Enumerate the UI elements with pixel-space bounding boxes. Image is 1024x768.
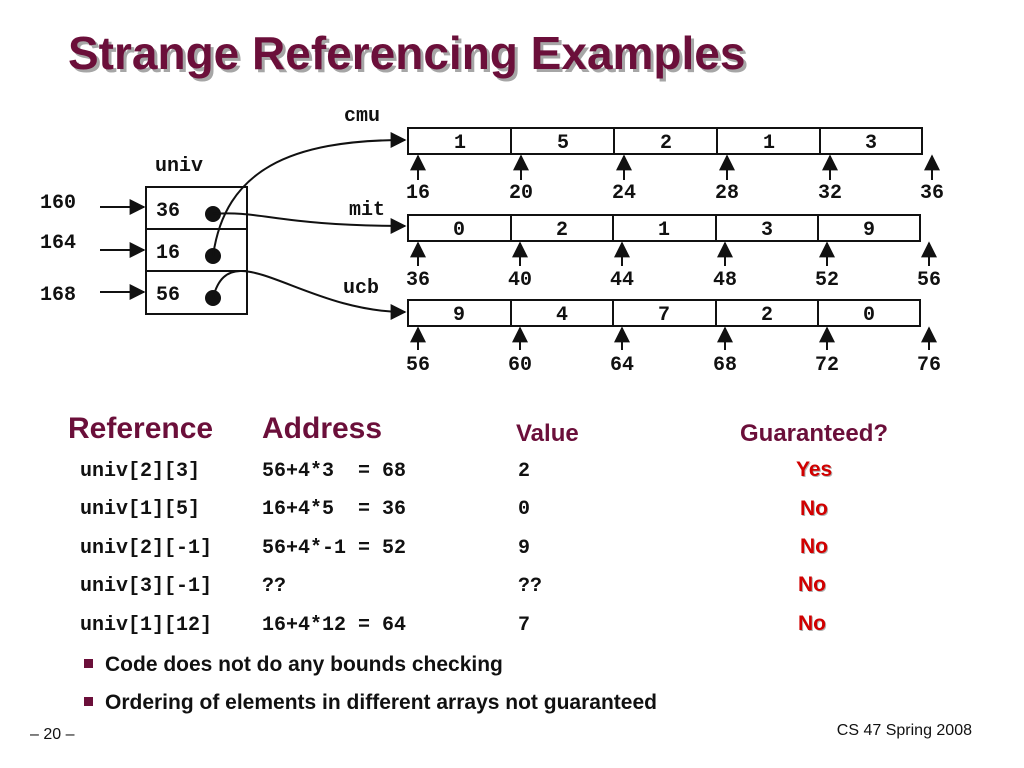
array-name-mit: mit: [349, 199, 385, 222]
row-guaranteed: No: [800, 497, 828, 520]
mit-address-1: 40: [508, 269, 532, 292]
univ-value-0: 36: [156, 200, 180, 223]
row-address: 16+4*5 = 36: [262, 498, 407, 521]
cmu-cell-2: 2: [660, 132, 672, 155]
cmu-address-0: 16: [406, 182, 430, 205]
pointer-curve-to-ucb: [212, 270, 407, 320]
row-guaranteed: No: [798, 612, 826, 635]
pointer-dot: [205, 248, 221, 264]
mit-address-4: 52: [815, 269, 839, 292]
array-cmu: 1 5 2 1 3 16 20 24 28 32 36: [406, 127, 944, 205]
cmu-cell-4: 3: [865, 132, 877, 155]
mit-address-3: 48: [713, 269, 737, 292]
row-reference: univ[2][-1]: [80, 537, 213, 560]
ucb-cell-4: 0: [863, 304, 875, 327]
row-value: 9: [518, 537, 531, 560]
univ-address-2: 168: [40, 284, 76, 307]
mit-cell-2: 1: [658, 219, 670, 242]
row-address: 56+4*-1 = 52: [262, 537, 407, 560]
pointer-curve-to-cmu: [212, 132, 407, 257]
row-reference: univ[1][5]: [80, 498, 201, 521]
univ-label: univ: [155, 155, 203, 178]
row-address: ??: [262, 575, 287, 598]
row-value: 7: [518, 614, 531, 637]
array-name-ucb: ucb: [343, 277, 379, 300]
cmu-address-1: 20: [509, 182, 533, 205]
array-ucb: 9 4 7 2 0 56 60 64 68 72 76: [406, 299, 941, 377]
ucb-address-2: 64: [610, 354, 634, 377]
pointer-curve-to-mit: [212, 212, 407, 234]
course-label: CS 47 Spring 2008: [836, 722, 972, 739]
bullet-item: Ordering of elements in different arrays…: [84, 691, 657, 715]
cmu-cell-3: 1: [763, 132, 775, 155]
bullet-square-icon: [84, 658, 93, 668]
row-reference: univ[1][12]: [80, 614, 213, 637]
mit-cell-0: 0: [453, 219, 465, 242]
mit-address-0: 36: [406, 269, 430, 292]
bullet-text: Code does not do any bounds checking: [105, 653, 503, 676]
array-name-cmu: cmu: [344, 105, 380, 128]
mit-cell-1: 2: [556, 219, 568, 242]
univ-value-1: 16: [156, 242, 180, 265]
row-value: 0: [518, 498, 531, 521]
header-value: Value: [516, 420, 579, 447]
array-mit: 0 2 1 3 9 36 40 44 48 52 56: [406, 214, 941, 292]
univ-array-box: [145, 186, 248, 315]
row-reference: univ[3][-1]: [80, 575, 213, 598]
mit-cell-4: 9: [863, 219, 875, 242]
bullet-item: Code does not do any bounds checking: [84, 653, 503, 677]
univ-address-1: 164: [40, 232, 76, 255]
ucb-cell-0: 9: [453, 304, 465, 327]
mit-cell-3: 3: [761, 219, 773, 242]
cmu-address-2: 24: [612, 182, 636, 205]
page-number: – 20 –: [30, 726, 75, 743]
slide-title: Strange Referencing Examples: [68, 27, 746, 79]
univ-value-2: 56: [156, 284, 180, 307]
ucb-address-5: 76: [917, 354, 941, 377]
bullet-square-icon: [84, 696, 93, 706]
row-guaranteed: No: [798, 573, 826, 596]
cmu-address-3: 28: [715, 182, 739, 205]
row-value: 2: [518, 460, 531, 483]
ucb-address-4: 72: [815, 354, 839, 377]
ucb-address-3: 68: [713, 354, 737, 377]
mit-address-2: 44: [610, 269, 634, 292]
cmu-cell-0: 1: [454, 132, 466, 155]
memory-diagram: univ 36 16 56 160 164 168 cmu mit ucb 1 …: [40, 105, 944, 377]
cmu-cell-1: 5: [557, 132, 569, 155]
univ-address-0: 160: [40, 192, 76, 215]
header-reference: Reference: [68, 412, 214, 445]
cmu-address-4: 32: [818, 182, 842, 205]
ucb-cell-1: 4: [556, 304, 568, 327]
row-address: 56+4*3 = 68: [262, 460, 407, 483]
ucb-address-0: 56: [406, 354, 430, 377]
row-guaranteed: No: [800, 535, 828, 558]
mit-address-5: 56: [917, 269, 941, 292]
row-reference: univ[2][3]: [80, 460, 201, 483]
ucb-cell-3: 2: [761, 304, 773, 327]
ucb-cell-2: 7: [658, 304, 670, 327]
row-address: 16+4*12 = 64: [262, 614, 407, 637]
header-guaranteed: Guaranteed?: [740, 420, 889, 447]
row-guaranteed: Yes: [796, 458, 833, 481]
header-address: Address: [262, 412, 383, 445]
ucb-address-1: 60: [508, 354, 532, 377]
bullet-text: Ordering of elements in different arrays…: [105, 691, 657, 714]
row-value: ??: [518, 575, 543, 598]
cmu-address-5: 36: [920, 182, 944, 205]
